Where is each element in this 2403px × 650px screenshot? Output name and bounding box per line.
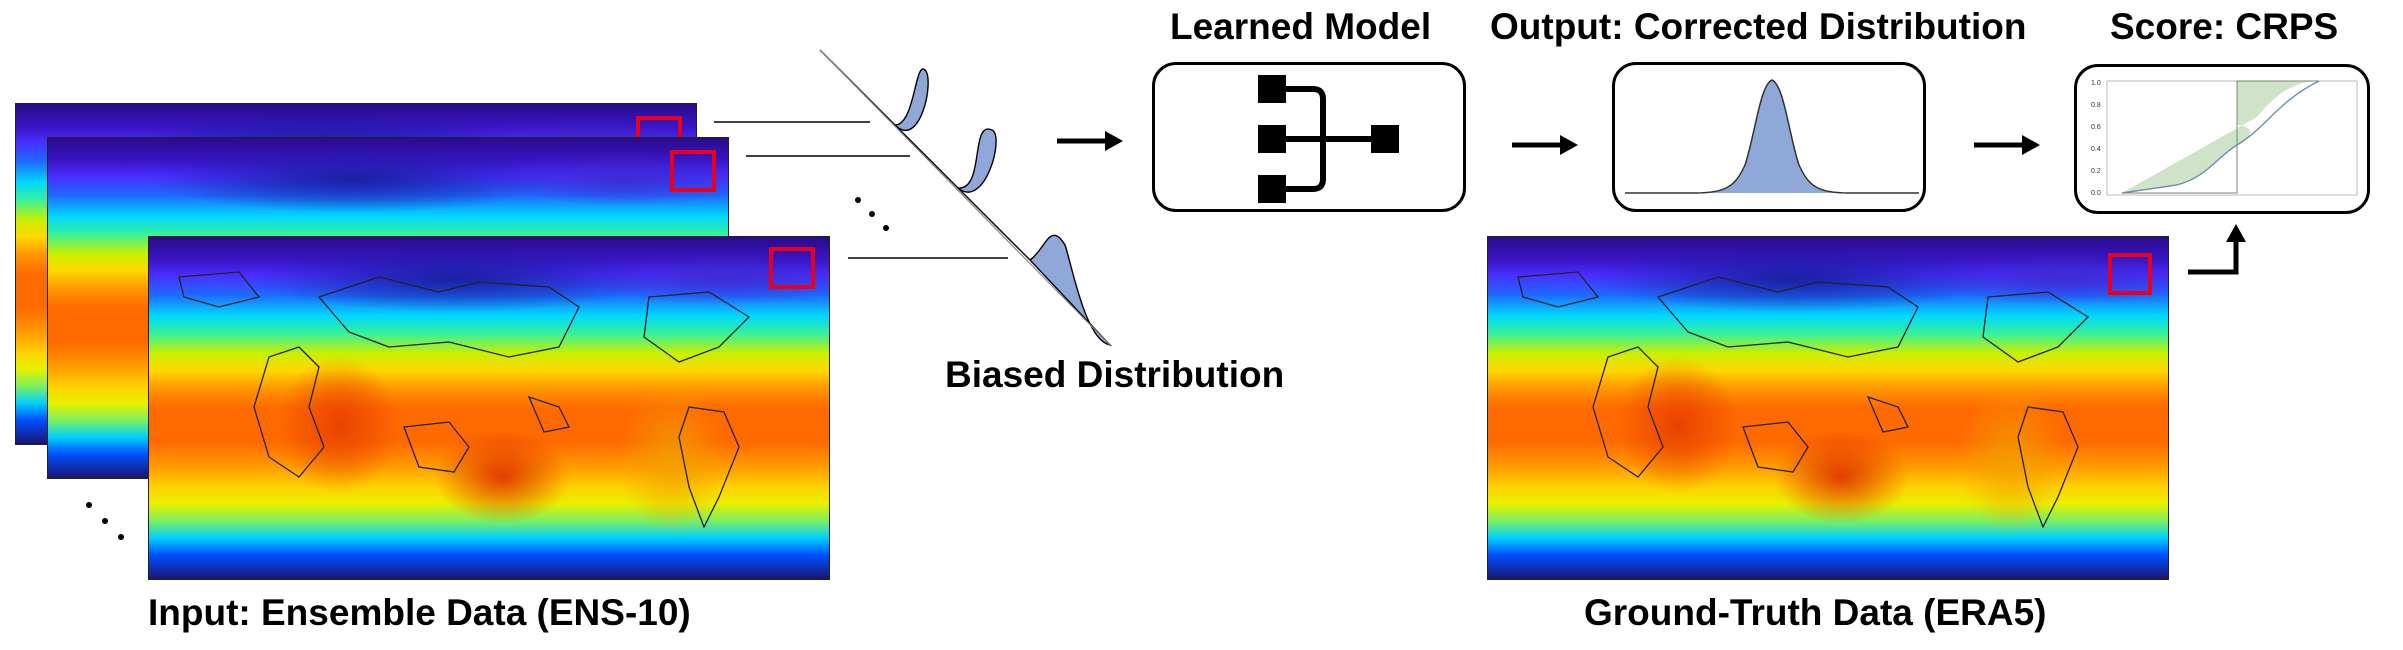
- ground-truth-label: Ground-Truth Data (ERA5): [1584, 592, 2047, 633]
- crps-y-tick: 0.2: [2091, 168, 2101, 175]
- arrow-ground-truth-to-score: [2188, 224, 2246, 275]
- crps-box: 1.0 0.8 0.6 0.4 0.2 0.0: [2074, 64, 2370, 214]
- coastline-outline: [1517, 271, 2090, 529]
- input-label: Input: Ensemble Data (ENS-10): [148, 592, 691, 633]
- learned-model-label: Learned Model: [1170, 6, 1432, 47]
- crps-y-tick: 0.4: [2091, 146, 2101, 153]
- biased-distribution-diagram: [714, 49, 1113, 347]
- score-label: Score: CRPS: [2110, 6, 2339, 47]
- crps-plot: 1.0 0.8 0.6 0.4 0.2 0.0: [2091, 80, 2358, 197]
- crps-y-tick: 0.0: [2091, 190, 2101, 197]
- neural-network-icon: [1258, 75, 1399, 203]
- ensemble-map-3: [148, 236, 830, 580]
- highlight-box: [2108, 253, 2152, 295]
- crps-y-tick: 0.8: [2091, 102, 2101, 109]
- arrow-to-output: [1512, 135, 1578, 155]
- arrow-to-model: [1057, 131, 1123, 151]
- ellipsis-dots: [82, 500, 132, 550]
- output-label: Output: Corrected Distribution: [1490, 6, 2027, 47]
- highlight-box: [769, 247, 815, 289]
- coastline-outline: [178, 271, 751, 529]
- arrow-to-score: [1974, 135, 2040, 155]
- learned-model-box: [1152, 62, 1466, 212]
- highlight-box: [670, 150, 716, 192]
- crps-y-tick: 0.6: [2091, 124, 2101, 131]
- gaussian-curve: [1625, 79, 1919, 194]
- crps-y-tick: 1.0: [2091, 80, 2101, 87]
- biased-distribution-label: Biased Distribution: [945, 354, 1285, 395]
- ground-truth-map: [1487, 236, 2169, 580]
- corrected-distribution-box: [1612, 62, 1926, 212]
